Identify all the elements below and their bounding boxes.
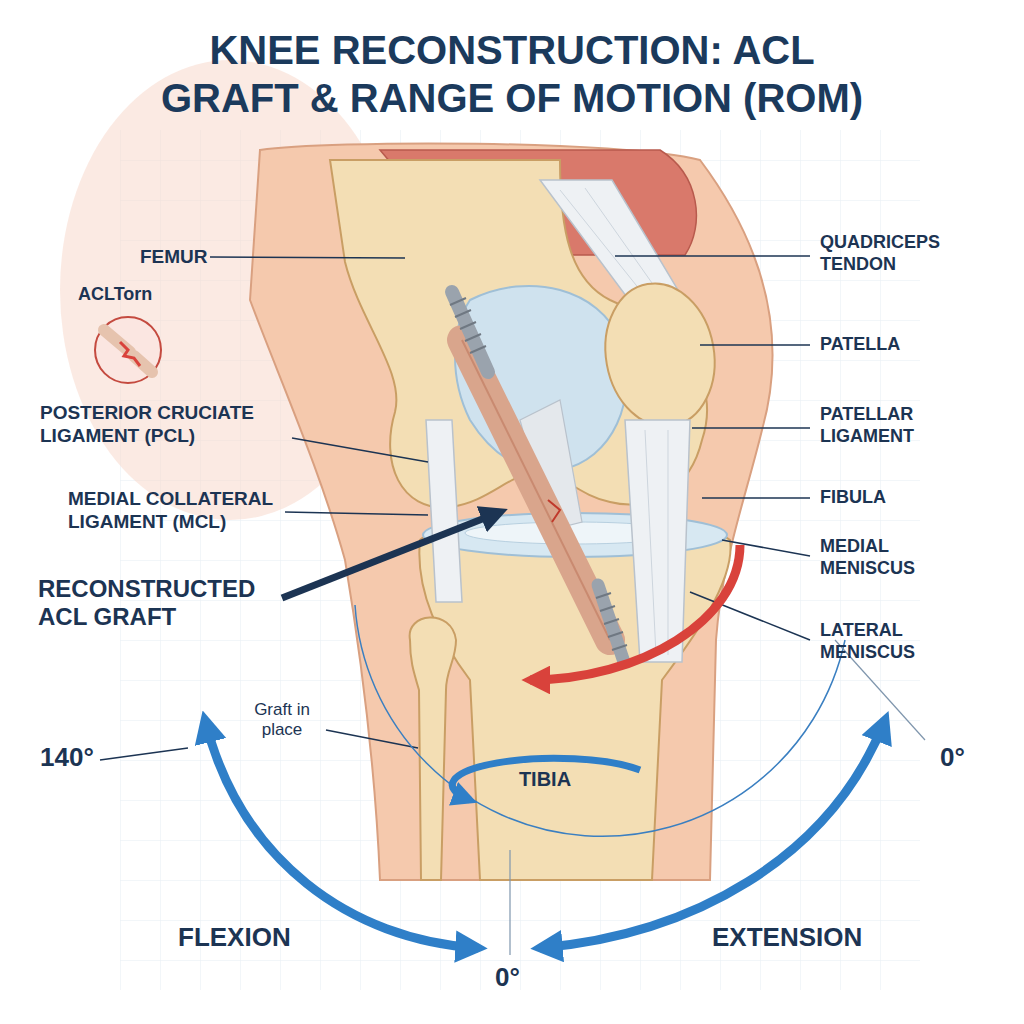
rom-guide-arc	[355, 605, 845, 836]
part-label: LATERAL MENISCUS	[820, 620, 970, 663]
motion-label: FLEXION	[178, 922, 291, 953]
leg-anatomy	[250, 143, 773, 880]
acl-graft	[462, 340, 610, 640]
angle-value: 140°	[40, 742, 94, 773]
part-label: MEDIAL MENISCUS	[820, 536, 970, 579]
ligament-fibres	[645, 430, 668, 655]
patellar-ligament	[625, 420, 690, 662]
diagram-title: KNEE RECONSTRUCTION: ACL GRAFT & RANGE O…	[62, 26, 962, 122]
inset-label: ACLTorn	[78, 284, 152, 306]
graft-label: RECONSTRUCTED ACL GRAFT	[38, 575, 308, 630]
graft-seam	[462, 340, 610, 640]
part-label: QUADRICEPS TENDON	[820, 232, 970, 275]
part-label: FIBULA	[820, 487, 886, 509]
patella-bone	[594, 275, 725, 436]
zero-reference-line	[509, 850, 510, 955]
extension-arrow	[540, 720, 885, 948]
angle-value: 0°	[940, 742, 965, 773]
motion-label: EXTENSION	[712, 922, 862, 953]
part-label: PATELLAR LIGAMENT	[820, 404, 970, 447]
flexion-arrow	[205, 720, 478, 948]
part-label: FEMUR	[140, 246, 208, 269]
leg-skin	[250, 143, 773, 880]
motion-arrow	[530, 545, 740, 680]
torn-acl-inset	[95, 317, 161, 383]
part-label: PATELLA	[820, 334, 900, 356]
rotation-arrow	[452, 758, 640, 800]
note-label: Graft in place	[242, 700, 322, 741]
tibial-screw	[596, 585, 627, 662]
femoral-screw	[450, 292, 488, 372]
graft-pointer-arrow	[282, 512, 500, 598]
collateral-ligament	[426, 420, 462, 602]
part-label: TIBIA	[505, 767, 585, 791]
graft-suture	[548, 500, 560, 522]
angle-value: 0°	[495, 962, 520, 993]
part-label: POSTERIOR CRUCIATE LIGAMENT (PCL)	[40, 402, 295, 448]
part-label: MEDIAL COLLATERAL LIGAMENT (MCL)	[68, 488, 298, 534]
fibula-bone	[410, 617, 456, 880]
